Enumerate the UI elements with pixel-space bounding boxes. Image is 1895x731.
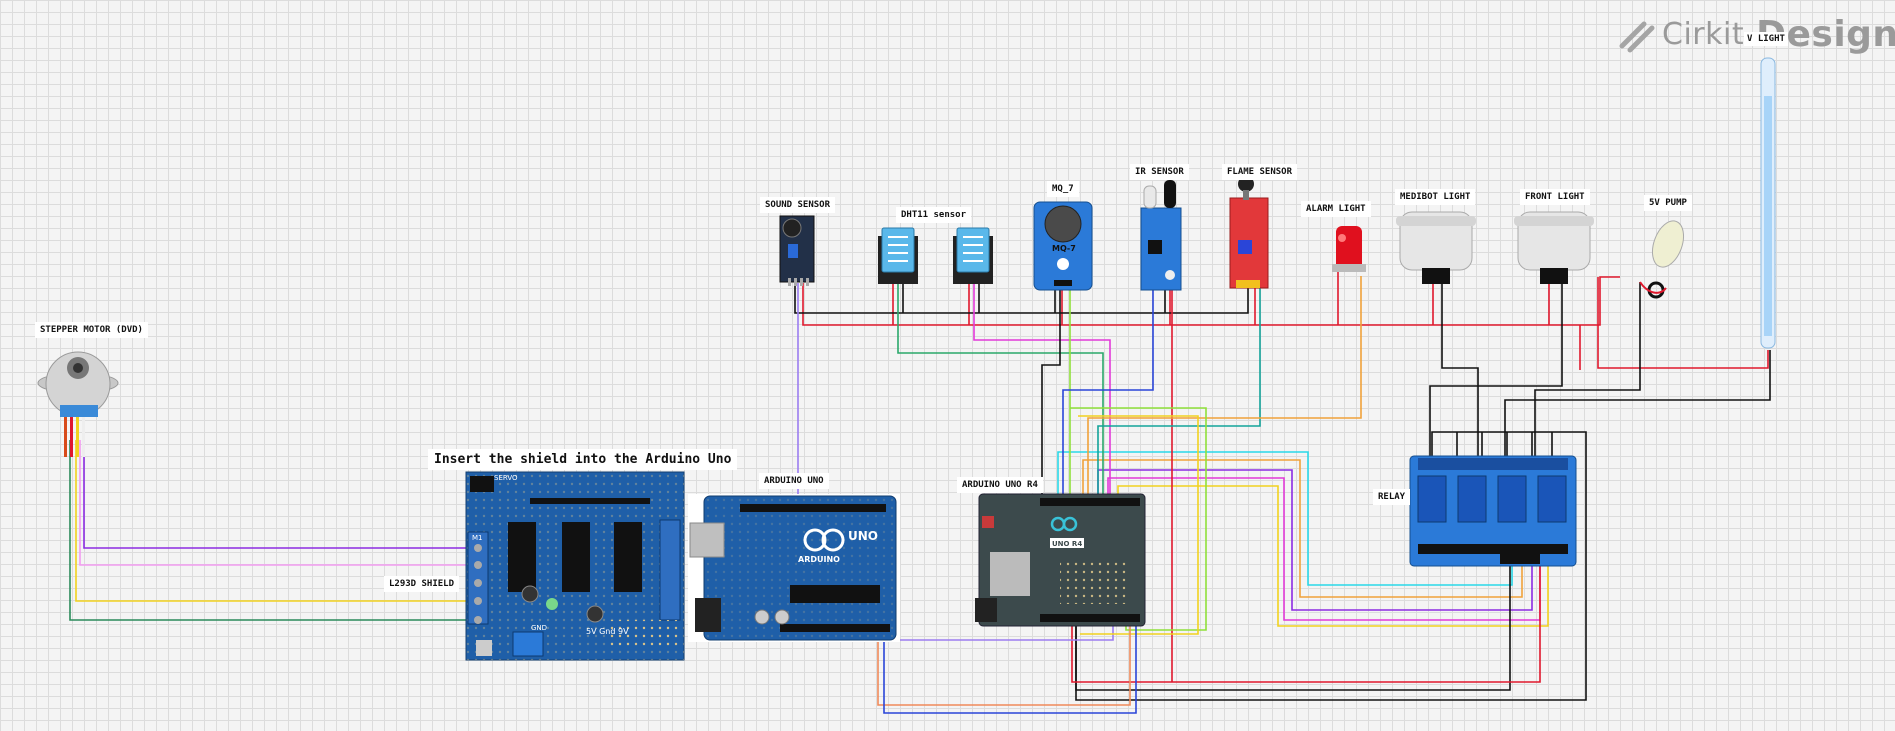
ir-sensor[interactable] [1140, 180, 1182, 291]
label-ir-sensor[interactable]: IR SENSOR [1130, 164, 1189, 180]
dht11-sensor-2[interactable] [953, 227, 993, 284]
flame-sensor[interactable] [1229, 176, 1269, 289]
wire-relay-red2[interactable] [1071, 560, 1541, 683]
wire-black-bus[interactable] [794, 283, 1249, 314]
wire-alarm-orange[interactable] [1087, 276, 1362, 497]
l293d-shield[interactable] [465, 471, 685, 661]
wire-sound-violet[interactable] [797, 283, 1114, 641]
label-uv-light[interactable]: V LIGHT [1744, 32, 1788, 46]
label-stepper-motor[interactable]: STEPPER MOTOR (DVD) [35, 322, 148, 338]
label-medibot-light[interactable]: MEDIBOT LIGHT [1395, 189, 1476, 205]
shield-servo-text: SERVO [494, 474, 518, 482]
brand: Cirkit Designer [1620, 12, 1895, 56]
label-front-light[interactable]: FRONT LIGHT [1520, 189, 1590, 205]
dht11-sensor-1[interactable] [878, 227, 918, 284]
wire-red-bus[interactable] [802, 276, 1620, 326]
shield-power-text: 5V Gnd 9V [586, 627, 629, 636]
wire-relay-yellow[interactable] [1117, 485, 1549, 627]
wire-ir-blue[interactable] [1062, 283, 1154, 497]
medibot-light[interactable] [1396, 211, 1476, 284]
brand-name: Cirkit [1662, 16, 1745, 52]
wires [69, 270, 1771, 714]
wire-relay-cyan[interactable] [1057, 451, 1513, 586]
wire-uv-red[interactable] [1597, 277, 1769, 369]
wire-stepper-purple[interactable] [83, 440, 476, 549]
wire-stepper-green[interactable] [69, 440, 476, 621]
label-sound-sensor[interactable]: SOUND SENSOR [760, 197, 836, 213]
wire-dht-green[interactable] [897, 283, 1104, 497]
wire-black-bus-drops[interactable] [902, 283, 1166, 313]
wire-front-black[interactable] [1429, 283, 1563, 465]
wire-stepper-pink[interactable] [79, 440, 476, 566]
label-arduino-uno[interactable]: ARDUINO UNO [759, 473, 829, 489]
relay-module[interactable] [1409, 455, 1577, 567]
label-dht11[interactable]: DHT11 sensor [896, 207, 972, 223]
label-l293d-shield[interactable]: L293D SHIELD [384, 576, 460, 592]
label-pump[interactable]: 5V PUMP [1644, 195, 1692, 211]
mq7-sensor[interactable] [1033, 201, 1093, 291]
alarm-light[interactable] [1332, 226, 1366, 272]
cirkit-logo-icon [1619, 21, 1655, 53]
wire-red-bus-drops[interactable] [892, 270, 1581, 370]
pump[interactable] [1639, 217, 1689, 299]
wire-medibot-black[interactable] [1441, 283, 1479, 465]
label-shield-note[interactable]: Insert the shield into the Arduino Uno [428, 449, 738, 470]
wire-lime-loop[interactable] [1070, 407, 1207, 631]
sound-sensor[interactable] [779, 215, 815, 286]
arduino-uno-board[interactable] [688, 494, 900, 642]
wire-uno-salmon[interactable] [877, 620, 1131, 706]
wire-flame-teal[interactable] [1097, 283, 1261, 497]
mq7-chip-text: MQ-7 [1052, 244, 1076, 253]
front-light[interactable] [1514, 211, 1594, 284]
label-flame-sensor[interactable]: FLAME SENSOR [1222, 164, 1298, 180]
uno-brand-text: ARDUINO [798, 555, 840, 564]
stepper-motor[interactable] [37, 351, 119, 457]
wire-stepper-yellow[interactable] [75, 440, 476, 602]
uno-logo-text: UNO [848, 529, 878, 543]
label-arduino-uno-r4[interactable]: ARDUINO UNO R4 [957, 477, 1043, 493]
wire-pump-black[interactable] [1534, 282, 1641, 465]
label-mq7[interactable]: MQ_7 [1047, 181, 1079, 197]
wire-relay-common[interactable] [1075, 431, 1587, 701]
wire-uno-blue[interactable] [883, 620, 1137, 714]
r4-name-text: UNO R4 [1052, 540, 1082, 548]
wire-yellow-loop[interactable] [1078, 415, 1199, 635]
wire-relay-black2[interactable] [1075, 560, 1511, 691]
label-alarm-light[interactable]: ALARM LIGHT [1301, 201, 1371, 217]
shield-gnd-text: GND [531, 624, 547, 632]
uv-light-tube[interactable] [1760, 57, 1776, 349]
arduino-uno-r4-board[interactable] [975, 493, 1146, 627]
wire-relay-orange[interactable] [1082, 459, 1523, 598]
shield-m1-text: M1 [472, 534, 483, 542]
label-relay[interactable]: RELAY [1373, 489, 1411, 505]
